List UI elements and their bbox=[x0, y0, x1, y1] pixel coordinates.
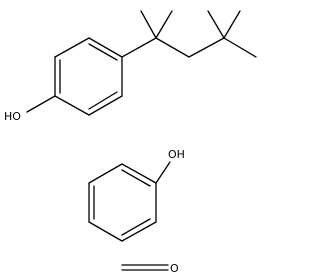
chain-bond bbox=[155, 37, 190, 58]
hydroxyl-bond bbox=[26, 95, 56, 113]
ring2-double-bond bbox=[121, 169, 151, 187]
molecule-formaldehyde: O bbox=[121, 262, 179, 275]
methyl-bond bbox=[207, 10, 225, 39]
ring1-double-bond bbox=[88, 91, 118, 110]
methyl-bond bbox=[223, 10, 241, 39]
ring1-bond bbox=[54, 95, 90, 116]
ring2-bond bbox=[88, 221, 123, 242]
molecule-phenol: OH bbox=[88, 148, 185, 242]
hydroxyl-bond bbox=[155, 161, 171, 184]
phenol-benzene-ring bbox=[88, 163, 157, 242]
octylphenol-side-chain bbox=[121, 10, 257, 58]
hydroxyl-label-ho: HO bbox=[4, 110, 21, 123]
chain-bond bbox=[188, 37, 225, 58]
ring2-double-bond bbox=[121, 218, 151, 236]
hydroxyl-label-oh: OH bbox=[168, 148, 185, 161]
methyl-bond bbox=[223, 37, 257, 58]
ring1-double-bond bbox=[88, 43, 118, 61]
ring1-bond bbox=[88, 37, 123, 58]
oxygen-label: O bbox=[170, 262, 179, 275]
structure-canvas: HO OH O bbox=[4, 10, 257, 275]
ring1-bond bbox=[54, 37, 90, 58]
methyl-bond bbox=[155, 10, 173, 39]
ring2-bond bbox=[88, 163, 123, 184]
chain-bond bbox=[121, 37, 157, 58]
molecule-octylphenol: HO bbox=[4, 10, 257, 123]
methyl-bond bbox=[140, 10, 157, 39]
chemical-structures-svg: HO OH O bbox=[4, 10, 257, 275]
ring2-bond bbox=[121, 163, 157, 184]
octylphenol-benzene-ring bbox=[54, 37, 123, 116]
ring1-bond bbox=[88, 95, 123, 116]
ring2-bond bbox=[121, 221, 157, 242]
